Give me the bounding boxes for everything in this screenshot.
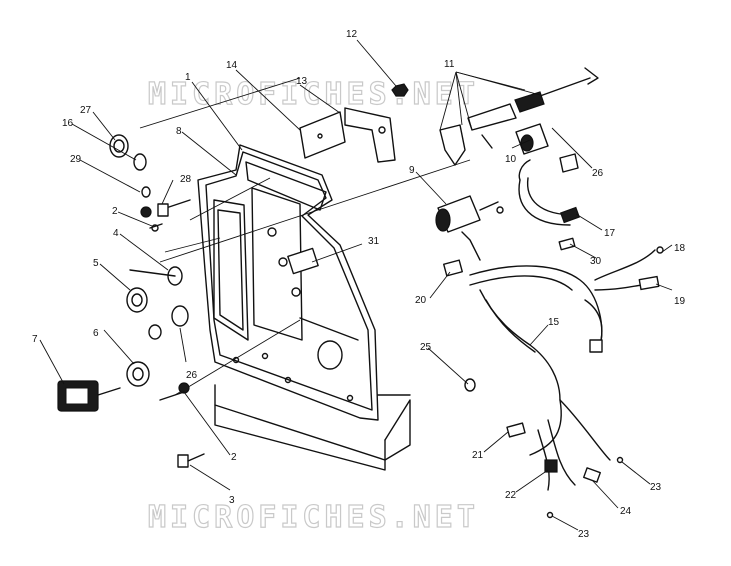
callout-20: 20 — [415, 295, 427, 306]
callout-12: 12 — [346, 29, 358, 40]
callout-28: 28 — [180, 174, 192, 185]
leader-lines — [39, 39, 673, 531]
watermark-bottom: MICROFICHES.NET — [148, 500, 479, 535]
callout-8: 8 — [176, 126, 182, 137]
callout-9: 9 — [409, 165, 415, 176]
callout-3: 3 — [229, 495, 235, 506]
callout-19: 19 — [674, 296, 686, 307]
switch-bracket — [299, 107, 396, 163]
callout-27: 27 — [80, 105, 92, 116]
harness-connectors — [443, 206, 664, 519]
callout-2-lower: 2 — [231, 452, 237, 463]
callout-21: 21 — [472, 450, 484, 461]
callout-11: 11 — [444, 59, 455, 70]
callout-26-right: 26 — [592, 168, 604, 179]
callout-5: 5 — [93, 258, 99, 269]
callout-31: 31 — [368, 236, 380, 247]
callout-7: 7 — [32, 334, 38, 345]
panel-decal — [287, 247, 319, 275]
callout-10: 10 — [505, 154, 517, 165]
callout-23-right: 23 — [650, 482, 662, 493]
watermark-top: MICROFICHES.NET — [148, 77, 479, 112]
callout-22: 22 — [505, 490, 517, 501]
callout-2-upper: 2 — [112, 206, 118, 217]
callout-1: 1 — [185, 72, 191, 83]
callout-18: 18 — [674, 243, 686, 254]
callout-4: 4 — [113, 228, 119, 239]
callout-6: 6 — [93, 328, 99, 339]
callout-26-left: 26 — [186, 370, 198, 381]
washer-25 — [464, 378, 476, 392]
callout-16: 16 — [62, 118, 74, 129]
ignition-switch — [515, 123, 579, 173]
callout-15: 15 — [548, 317, 560, 328]
ignition-key — [57, 380, 121, 412]
callout-13: 13 — [296, 76, 308, 87]
instrument-panel — [197, 144, 379, 421]
solenoid — [435, 195, 504, 233]
callout-14: 14 — [226, 60, 238, 71]
callout-30: 30 — [590, 256, 602, 267]
cable-assembly — [439, 67, 599, 166]
callout-23-bottom: 23 — [578, 529, 590, 540]
alignment-lines — [139, 77, 471, 396]
callout-24: 24 — [620, 506, 632, 517]
nut-12 — [391, 83, 409, 97]
callout-17: 17 — [604, 228, 616, 239]
wiring-harness — [461, 159, 659, 491]
hardware-stack — [109, 134, 205, 468]
callout-25: 25 — [420, 342, 432, 353]
callout-29: 29 — [70, 154, 82, 165]
callout-labels: 1 2 2 3 4 5 6 7 8 9 10 11 12 13 14 15 16… — [32, 29, 686, 540]
